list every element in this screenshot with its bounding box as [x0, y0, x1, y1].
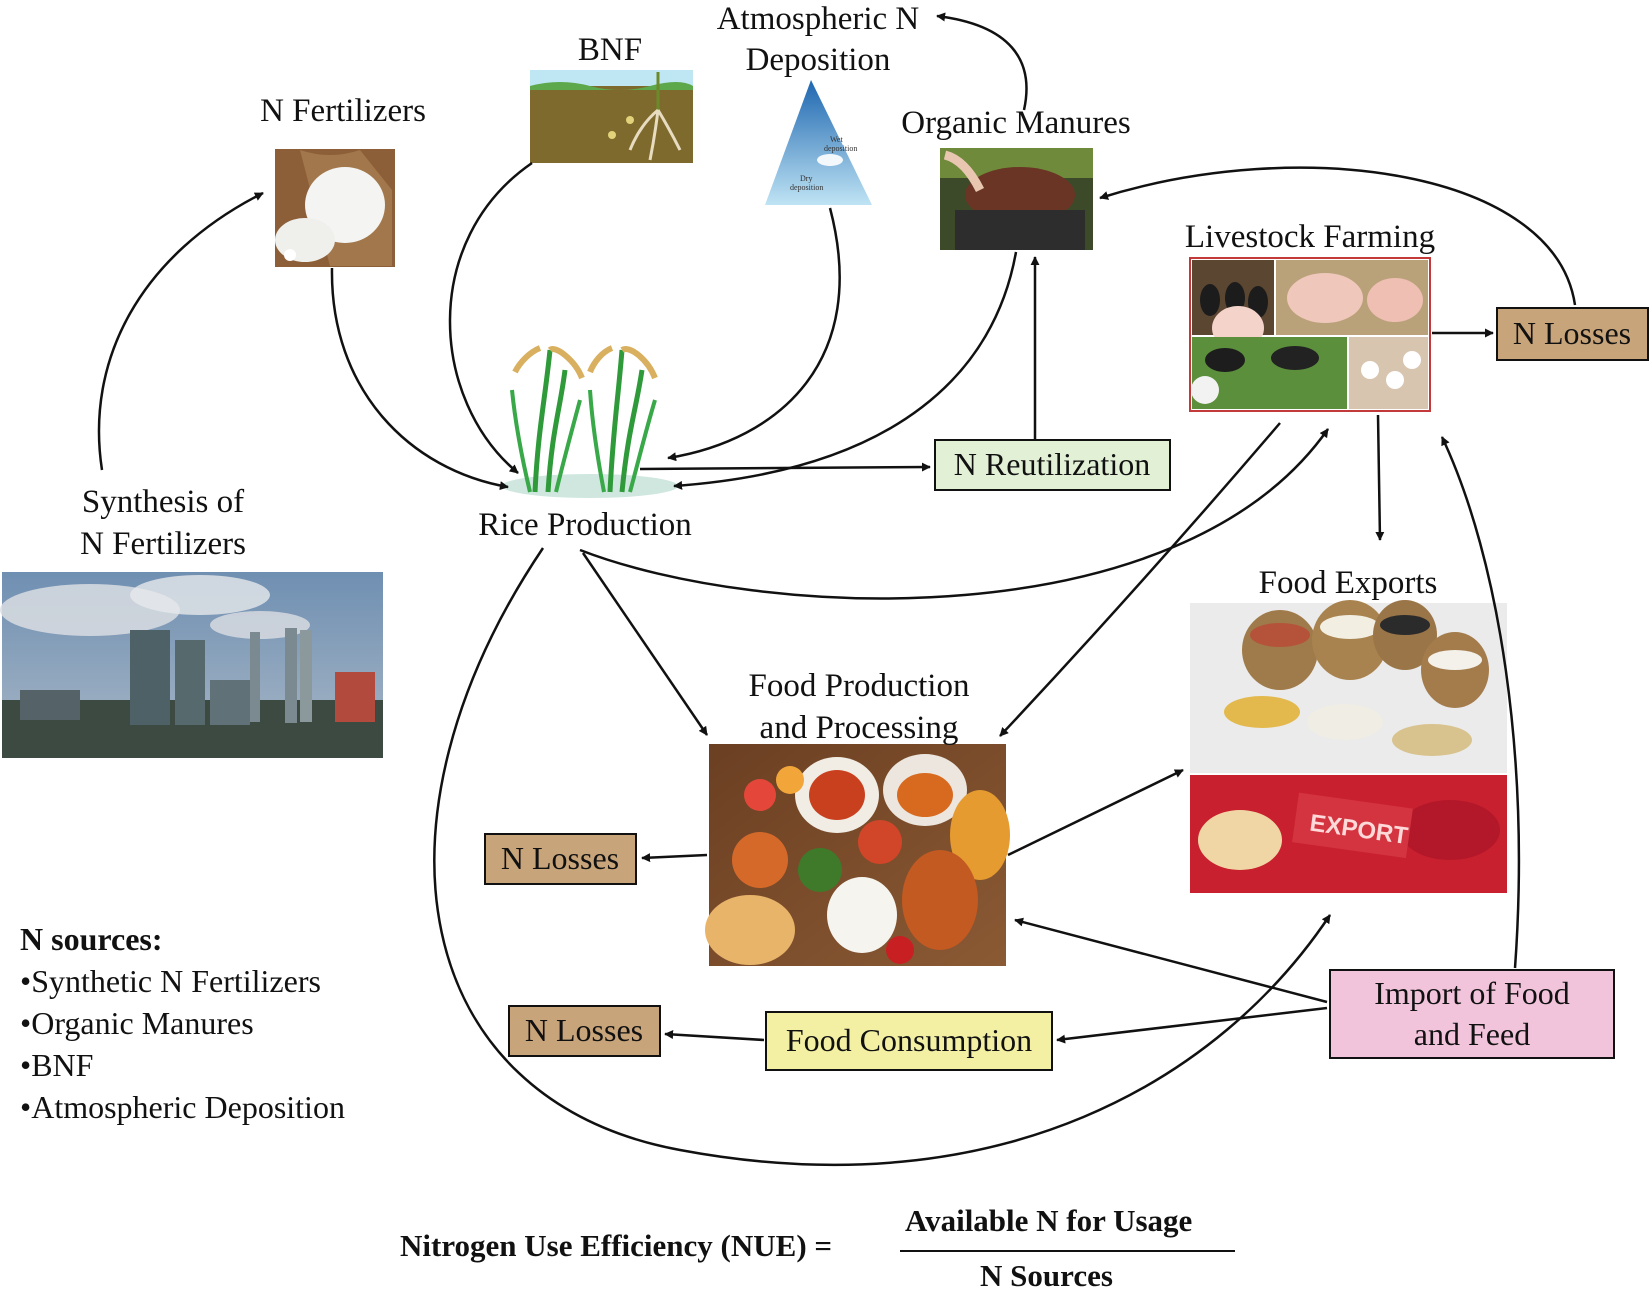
food-production-label-line2: and Processing — [760, 710, 959, 746]
import-text-line1: Import of Food — [1374, 975, 1570, 1011]
arrow-rice-to-exports-loop — [433, 547, 1332, 1167]
arrow-manures-to-rice — [673, 251, 1018, 490]
arrow-food-to-exports — [1007, 768, 1184, 857]
deposition-triangle-image: Wet deposition Dry deposition — [765, 80, 872, 205]
legend-item-deposition: •Atmospheric Deposition — [20, 1089, 345, 1125]
arrow-livestock-to-exports — [1375, 414, 1385, 541]
organic-manures-label: Organic Manures — [901, 105, 1130, 141]
bnf-label: BNF — [578, 32, 642, 68]
dry-deposition-label-2: deposition — [790, 183, 823, 192]
formula-denominator: N Sources — [980, 1258, 1113, 1293]
arrow-livestock-to-manures — [1099, 166, 1577, 306]
food-production-label-line1: Food Production — [749, 668, 970, 704]
livestock-label: Livestock Farming — [1185, 219, 1435, 255]
arrow-rice-to-food-production — [581, 552, 709, 736]
n-losses-livestock-box: N Losses — [1496, 307, 1649, 361]
import-food-feed-box: Import of Food and Feed — [1329, 969, 1615, 1059]
livestock-image — [1189, 257, 1431, 412]
rice-production-label: Rice Production — [478, 507, 692, 543]
arrow-bnf-to-rice — [448, 161, 533, 474]
arrow-deposition-to-rice — [667, 207, 841, 462]
n-reutilization-text: N Reutilization — [954, 446, 1150, 482]
n-losses-livestock-text: N Losses — [1513, 315, 1631, 351]
synthesis-label-line1: Synthesis of — [82, 484, 244, 520]
n-reutilization-box: N Reutilization — [934, 439, 1171, 491]
manure-image — [940, 148, 1093, 250]
food-exports-label: Food Exports — [1259, 565, 1438, 601]
n-losses-food-text: N Losses — [501, 840, 619, 876]
n-fertilizers-label: N Fertilizers — [260, 93, 426, 129]
fertilizer-image — [275, 149, 395, 267]
formula-fraction-bar — [900, 1250, 1235, 1252]
legend-item-synthetic: •Synthetic N Fertilizers — [20, 963, 321, 999]
arrow-manures-to-atmospheric — [936, 12, 1028, 111]
legend-item-bnf: •BNF — [20, 1047, 94, 1083]
arrow-import-to-food-production — [1014, 917, 1328, 1004]
atmospheric-label-line2: Deposition — [746, 42, 891, 78]
atmospheric-label-line1: Atmospheric N — [717, 1, 920, 37]
arrow-food-to-losses — [641, 853, 708, 863]
formula-lhs: Nitrogen Use Efficiency (NUE) = — [400, 1228, 833, 1263]
formula-numerator: Available N for Usage — [905, 1203, 1193, 1238]
food-consumption-box: Food Consumption — [765, 1011, 1053, 1071]
arrow-rice-to-livestock — [579, 428, 1330, 600]
wet-deposition-label-1: Wet — [830, 135, 843, 144]
arrow-consumption-to-losses — [664, 1029, 765, 1042]
import-text-line2: and Feed — [1414, 1016, 1530, 1052]
legend-item-manures: •Organic Manures — [20, 1005, 254, 1041]
food-production-image — [705, 744, 1010, 966]
factory-image — [0, 572, 383, 758]
arrow-livestock-to-food-production — [999, 422, 1281, 737]
synthesis-label-line2: N Fertilizers — [80, 526, 246, 562]
arrow-import-to-consumption — [1056, 1006, 1328, 1044]
n-losses-food-box: N Losses — [484, 833, 637, 885]
arrow-fertilizers-to-rice — [330, 267, 509, 491]
arrow-synthesis-to-fertilizers — [97, 191, 264, 471]
dry-deposition-label-1: Dry — [800, 174, 812, 183]
food-consumption-text: Food Consumption — [786, 1022, 1032, 1058]
legend-heading: N sources: — [20, 921, 163, 957]
arrow-import-to-livestock — [1440, 436, 1521, 969]
n-sources-legend: N sources: •Synthetic N Fertilizers •Org… — [20, 918, 345, 1128]
n-losses-consumption-box: N Losses — [508, 1005, 661, 1057]
food-exports-image: EXPORT — [1190, 600, 1507, 893]
wet-deposition-label-2: deposition — [824, 144, 857, 153]
bnf-image — [530, 70, 693, 163]
arrow-rice-to-reutilization — [639, 462, 931, 472]
rice-plant-image — [502, 345, 678, 498]
n-losses-consumption-text: N Losses — [525, 1012, 643, 1048]
